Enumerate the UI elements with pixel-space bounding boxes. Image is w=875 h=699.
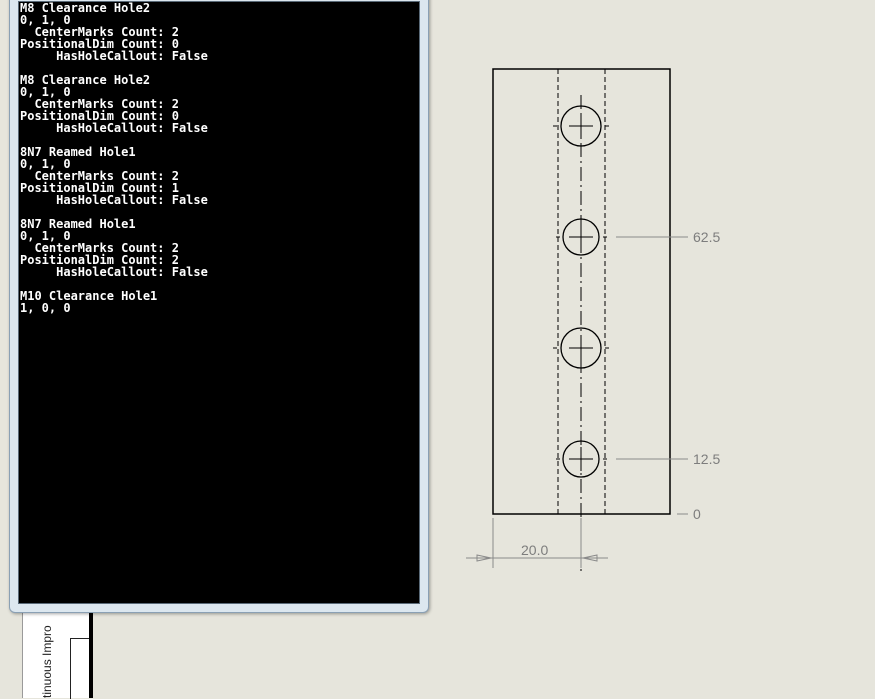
console-line: 0, 1, 0 <box>20 13 71 27</box>
console-line: PositionalDim Count: 1 <box>20 181 179 195</box>
hole-1[interactable] <box>553 105 609 147</box>
hole-3[interactable] <box>553 327 609 369</box>
hole-4[interactable] <box>556 440 607 478</box>
console-line: HasHoleCallout: False <box>20 265 208 279</box>
dim-label-62-5[interactable]: 62.5 <box>693 229 720 245</box>
console-line: HasHoleCallout: False <box>20 121 208 135</box>
console-line: 8N7 Reamed Hole1 <box>20 145 136 159</box>
panel-bracket <box>70 638 91 699</box>
console-line: PositionalDim Count: 0 <box>20 109 179 123</box>
console-line: CenterMarks Count: 2 <box>20 169 179 183</box>
console-line: M8 Clearance Hole2 <box>20 1 151 15</box>
console-line: CenterMarks Count: 2 <box>20 241 179 255</box>
console-line: PositionalDim Count: 2 <box>20 253 179 267</box>
console-line: 0, 1, 0 <box>20 85 71 99</box>
console-line: 0, 1, 0 <box>20 229 71 243</box>
console-line: 1, 0, 0 <box>20 301 71 315</box>
console-line: 0, 1, 0 <box>20 157 71 171</box>
console-line: M8 Clearance Hole2 <box>20 73 151 87</box>
side-panel <box>22 604 93 698</box>
console-line: HasHoleCallout: False <box>20 49 208 63</box>
hole-2[interactable] <box>556 218 607 256</box>
arrow-right <box>582 554 598 562</box>
arrow-left <box>476 554 492 562</box>
console-line: CenterMarks Count: 2 <box>20 97 179 111</box>
console-line: CenterMarks Count: 2 <box>20 25 179 39</box>
dim-label-12-5[interactable]: 12.5 <box>693 451 720 467</box>
dim-label-0[interactable]: 0 <box>693 506 701 522</box>
console-line: M10 Clearance Hole1 <box>20 289 158 303</box>
console-line: 8N7 Reamed Hole1 <box>20 217 136 231</box>
console-line: PositionalDim Count: 0 <box>20 37 179 51</box>
splitter-bar[interactable] <box>89 604 93 698</box>
dim-label-20[interactable]: 20.0 <box>521 542 548 558</box>
vertical-panel-label: tinuous Impro <box>40 625 54 698</box>
console-line: HasHoleCallout: False <box>20 193 208 207</box>
